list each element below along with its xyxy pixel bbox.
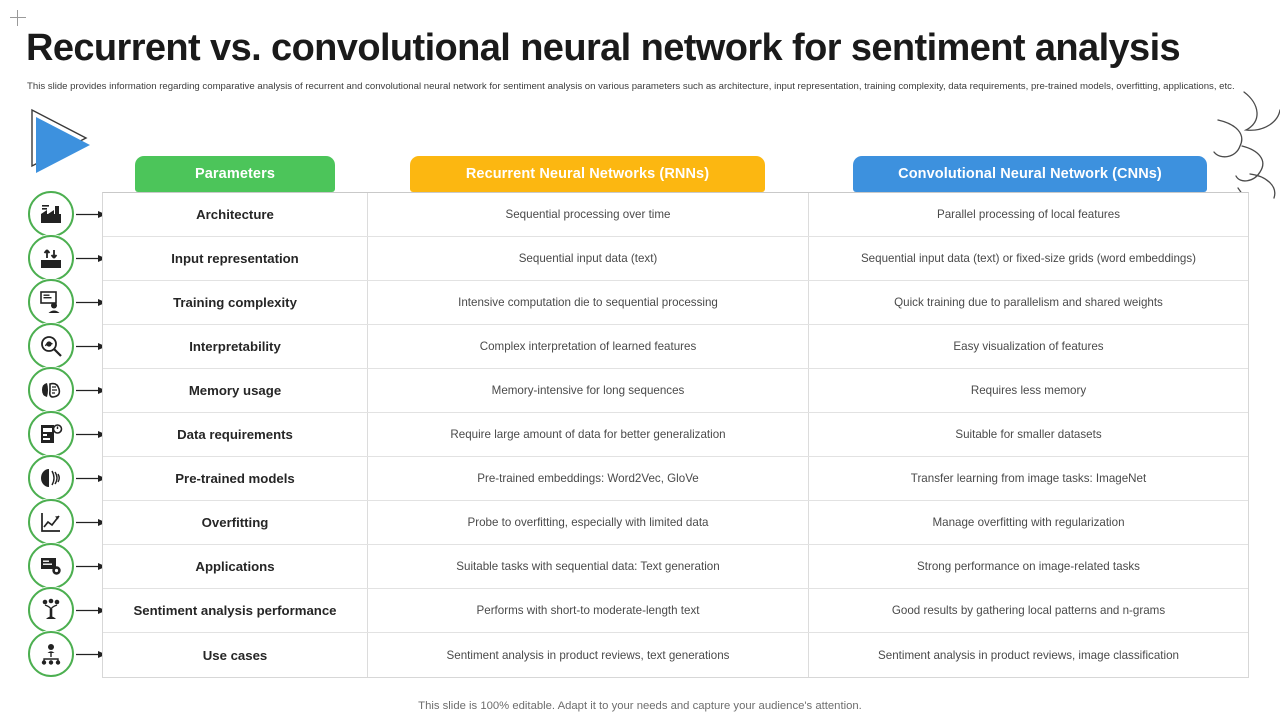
footer-note: This slide is 100% editable. Adapt it to… bbox=[418, 700, 862, 712]
cell-cnn: Sentiment analysis in product reviews, i… bbox=[878, 648, 1179, 662]
rail-node-fingerprint-scan-icon[interactable] bbox=[28, 455, 74, 501]
page-title: Recurrent vs. convolutional neural netwo… bbox=[26, 27, 1181, 69]
cell-parameter: Applications bbox=[103, 545, 368, 588]
rail-node-screen-gear-icon[interactable] bbox=[28, 543, 74, 589]
cell-parameter: Architecture bbox=[103, 193, 368, 236]
tab-rnn-label: Recurrent Neural Networks (RNNs) bbox=[465, 166, 710, 182]
factory-settings-icon bbox=[41, 205, 61, 223]
rail-node-data-input-arrows-icon[interactable] bbox=[28, 235, 74, 281]
database-document-icon bbox=[41, 424, 63, 443]
cell-parameter: Data requirements bbox=[103, 413, 368, 456]
user-hierarchy-icon bbox=[41, 644, 61, 665]
icon-rail bbox=[28, 191, 106, 678]
cell-rnn: Probe to overfitting, especially with li… bbox=[368, 501, 809, 544]
cell-rnn: Suitable tasks with sequential data: Tex… bbox=[368, 545, 809, 588]
cell-parameter: Interpretability bbox=[103, 325, 368, 368]
cell-cnn: Easy visualization of features bbox=[953, 340, 1104, 353]
tab-rnn[interactable]: Recurrent Neural Networks (RNNs) bbox=[410, 156, 765, 192]
cell-rnn: Sequential processing over time bbox=[368, 193, 809, 236]
rail-node-team-network-icon[interactable] bbox=[28, 587, 74, 633]
rail-node-user-hierarchy-icon[interactable] bbox=[28, 631, 74, 677]
cell-cnn: Strong performance on image-related task… bbox=[917, 560, 1140, 573]
fingerprint-scan-icon bbox=[41, 469, 60, 487]
screen-gear-icon bbox=[41, 558, 61, 575]
rail-node-factory-settings-icon[interactable] bbox=[28, 191, 74, 237]
cell-rnn: Performs with short-to moderate-length t… bbox=[368, 589, 809, 632]
cell-parameter: Training complexity bbox=[103, 281, 368, 324]
brain-memory-icon bbox=[42, 382, 61, 398]
cell-parameter: Use cases bbox=[103, 633, 368, 677]
team-network-icon bbox=[42, 598, 60, 619]
cell-cnn: Transfer learning from image tasks: Imag… bbox=[910, 472, 1147, 485]
cell-cnn: Suitable for smaller datasets bbox=[955, 428, 1102, 441]
crosshair-marker bbox=[10, 10, 26, 26]
line-chart-icon bbox=[41, 513, 60, 532]
cell-rnn: Complex interpretation of learned featur… bbox=[368, 325, 809, 368]
cell-parameter: Pre-trained models bbox=[103, 457, 368, 500]
cell-cnn: Requires less memory bbox=[970, 384, 1087, 397]
magnifier-brain-icon bbox=[41, 336, 62, 357]
play-decoration bbox=[30, 108, 108, 178]
tab-cnn-label: Convolutional Neural Network (CNNs) bbox=[898, 166, 1162, 182]
cell-rnn: Memory-intensive for long sequences bbox=[368, 369, 809, 412]
tab-cnn[interactable]: Convolutional Neural Network (CNNs) bbox=[853, 156, 1207, 192]
cell-rnn: Require large amount of data for better … bbox=[368, 413, 809, 456]
play-solid-icon bbox=[36, 117, 90, 173]
rail-node-database-document-icon[interactable] bbox=[28, 411, 74, 457]
cell-rnn: Pre-trained embeddings: Word2Vec, GloVe bbox=[368, 457, 809, 500]
person-presentation-icon bbox=[40, 291, 60, 313]
cell-cnn: Good results by gathering local patterns… bbox=[891, 604, 1166, 617]
cell-cnn: Quick training due to parallelism and sh… bbox=[894, 296, 1163, 309]
cell-cnn: Manage overfitting with regularization bbox=[932, 516, 1125, 529]
rail-node-brain-memory-icon[interactable] bbox=[28, 367, 74, 413]
cell-rnn: Intensive computation die to sequential … bbox=[368, 281, 809, 324]
data-input-arrows-icon bbox=[41, 249, 61, 268]
rail-node-person-presentation-icon[interactable] bbox=[28, 279, 74, 325]
cell-cnn: Sequential input data (text) or fixed-si… bbox=[860, 252, 1197, 265]
cell-cnn: Parallel processing of local features bbox=[936, 208, 1121, 221]
cell-parameter: Overfitting bbox=[103, 501, 368, 544]
cell-rnn: Sequential input data (text) bbox=[368, 237, 809, 280]
tab-parameters[interactable]: Parameters bbox=[135, 156, 335, 192]
cell-parameter: Memory usage bbox=[103, 369, 368, 412]
cell-rnn: Sentiment analysis in product reviews, t… bbox=[368, 633, 809, 677]
rail-node-line-chart-icon[interactable] bbox=[28, 499, 74, 545]
page-subtitle: This slide provides information regardin… bbox=[27, 81, 1235, 92]
rail-node-magnifier-brain-icon[interactable] bbox=[28, 323, 74, 369]
cell-parameter: Sentiment analysis performance bbox=[103, 589, 368, 632]
cell-parameter: Input representation bbox=[103, 237, 368, 280]
tab-parameters-label: Parameters bbox=[195, 166, 275, 182]
